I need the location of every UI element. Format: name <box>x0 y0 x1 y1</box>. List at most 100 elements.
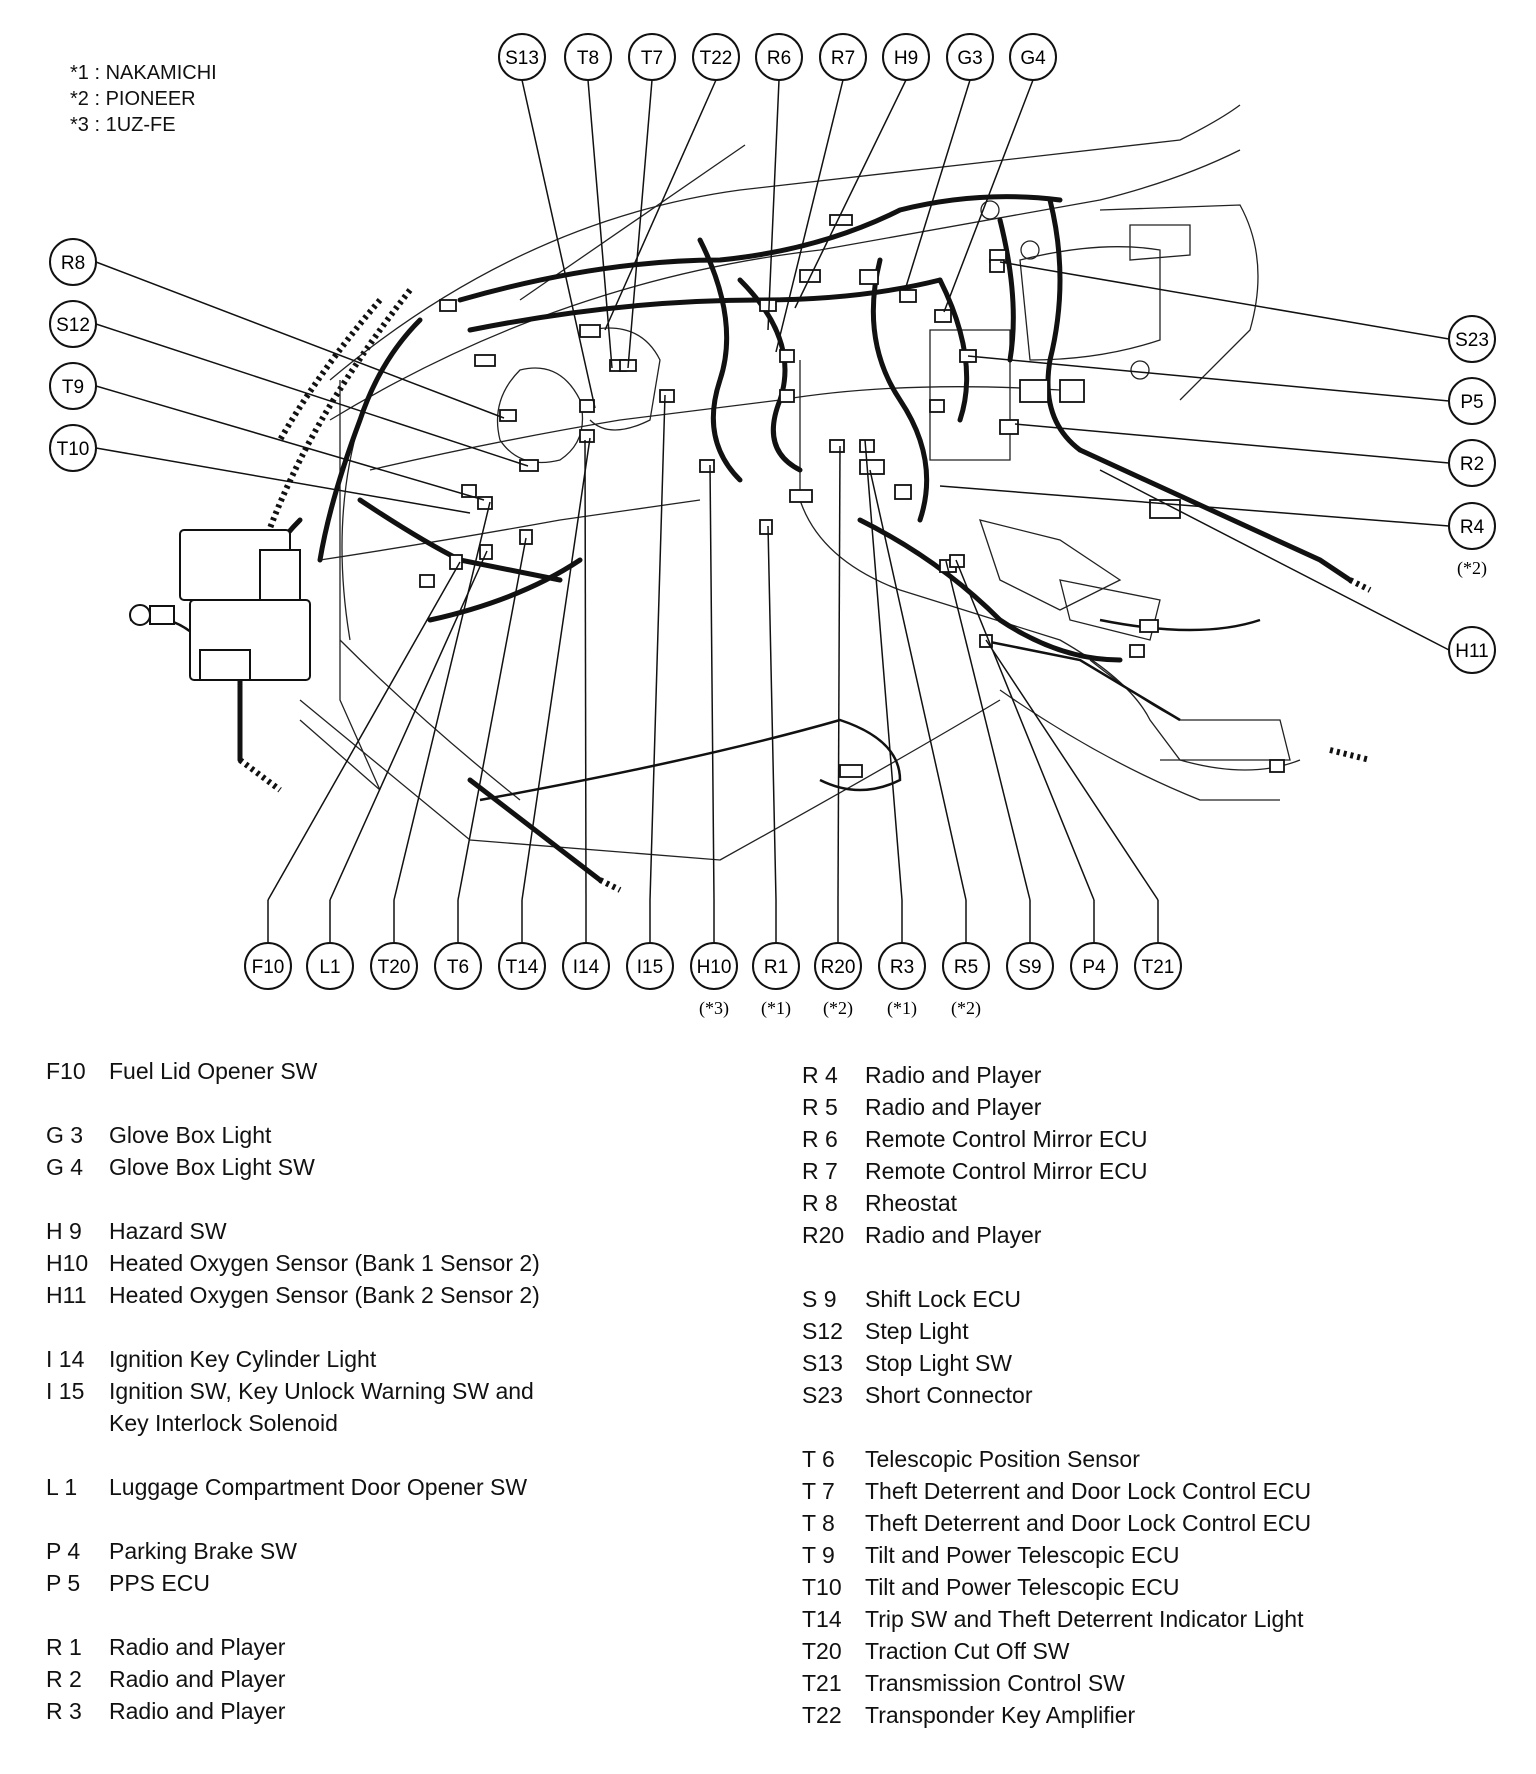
leader-line <box>267 561 461 901</box>
callout-s12: S12 <box>49 300 97 348</box>
leader-line <box>95 261 505 419</box>
leader-line <box>95 447 471 514</box>
legend-description: Heated Oxygen Sensor (Bank 2 Sensor 2) <box>109 1282 540 1308</box>
legend-description: Radio and Player <box>109 1634 286 1660</box>
leader-line <box>837 445 841 901</box>
callout-label: P5 <box>1460 392 1483 413</box>
callout-r6: R6 <box>755 33 803 81</box>
callout-circle <box>819 33 867 81</box>
callout-label: R3 <box>890 957 914 978</box>
callout-label: R4 <box>1460 517 1485 538</box>
callout-i15: I15 <box>626 942 674 990</box>
legend-code: T 7 <box>802 1478 835 1504</box>
leader-line <box>864 439 903 901</box>
callout-label: T9 <box>62 377 84 398</box>
legend-description: Tilt and Power Telescopic ECU <box>865 1542 1180 1568</box>
callout-t8: T8 <box>564 33 612 81</box>
legend-row: Key Interlock Solenoid <box>46 1407 540 1439</box>
legend-code: G 4 <box>46 1154 84 1180</box>
callout-circle <box>1009 33 1057 81</box>
callout-circle <box>498 33 546 81</box>
callout-circle <box>244 942 292 990</box>
legend-description: Transponder Key Amplifier <box>865 1702 1136 1728</box>
legend-description: Hazard SW <box>109 1218 227 1244</box>
legend-spacer <box>802 1251 1311 1283</box>
callout-label: T14 <box>506 957 539 978</box>
callout-label: T21 <box>1142 957 1175 978</box>
legend-code: I 14 <box>46 1346 85 1372</box>
callout-h9: H9 <box>882 33 930 81</box>
legend-code: L 1 <box>46 1474 78 1500</box>
legend-code: R20 <box>802 1222 845 1248</box>
legend-description: Radio and Player <box>865 1222 1042 1248</box>
legend-description: Radio and Player <box>109 1666 286 1692</box>
legend-description: Shift Lock ECU <box>865 1286 1021 1312</box>
legend-row: S12 Step Light <box>802 1315 1311 1347</box>
legend-code: S 9 <box>802 1286 837 1312</box>
legend-code: T 9 <box>802 1542 835 1568</box>
legend-code: T 6 <box>802 1446 835 1472</box>
footnote-2: *2 : PIONEER <box>70 88 196 110</box>
callout-circle <box>1006 942 1054 990</box>
legend-description: Rheostat <box>865 1190 958 1216</box>
callout-p5: P5 <box>1448 377 1496 425</box>
callout-footnote-ref: (*2) <box>951 998 981 1019</box>
callout-label: R5 <box>954 957 978 978</box>
legend-code: H11 <box>46 1282 87 1308</box>
legend-code: S12 <box>802 1318 843 1344</box>
callout-circle <box>1448 626 1496 674</box>
legend-description: Remote Control Mirror ECU <box>865 1158 1148 1184</box>
junction-block-left <box>129 529 311 681</box>
legend-spacer <box>802 1411 1311 1443</box>
callout-circle <box>434 942 482 990</box>
callout-circle <box>1070 942 1118 990</box>
leader-line <box>967 355 1450 402</box>
leader-line <box>904 79 971 291</box>
callout-label: I15 <box>637 957 663 978</box>
legend-code: P 4 <box>46 1538 81 1564</box>
callout-r2: R2 <box>1448 439 1496 487</box>
legend-description: Transmission Control SW <box>865 1670 1125 1696</box>
callout-label: G4 <box>1020 48 1046 69</box>
connector-blocks <box>419 214 1285 778</box>
callout-s9: S9 <box>1006 942 1054 990</box>
callout-r8: R8 <box>49 238 97 286</box>
legend-code: P 5 <box>46 1570 81 1596</box>
callout-circle <box>1448 502 1496 550</box>
legend-code: F10 <box>46 1058 86 1084</box>
callout-footnote-ref: (*2) <box>823 998 853 1019</box>
callout-circle <box>49 238 97 286</box>
callout-r7: R7 <box>819 33 867 81</box>
callout-l1: L1 <box>306 942 354 990</box>
legend-code: T 8 <box>802 1510 835 1536</box>
callout-r5: R5 (*2) <box>942 942 990 1019</box>
callout-circle <box>942 942 990 990</box>
callout-label: T20 <box>378 957 411 978</box>
legend-code: T14 <box>802 1606 842 1632</box>
legend-description: Step Light <box>865 1318 969 1344</box>
leader-line <box>393 501 491 901</box>
leader-line <box>709 464 715 901</box>
footnote-1: *1 : NAKAMICHI <box>70 62 217 84</box>
legend-description: Radio and Player <box>865 1094 1042 1120</box>
callout-r20: R20(*2) <box>814 942 862 1019</box>
callout-t10: T10 <box>49 424 97 472</box>
callout-t9: T9 <box>49 362 97 410</box>
legend-row: R20 Radio and Player <box>802 1219 1311 1251</box>
leader-line <box>329 550 488 901</box>
legend-code: R 2 <box>46 1666 82 1692</box>
